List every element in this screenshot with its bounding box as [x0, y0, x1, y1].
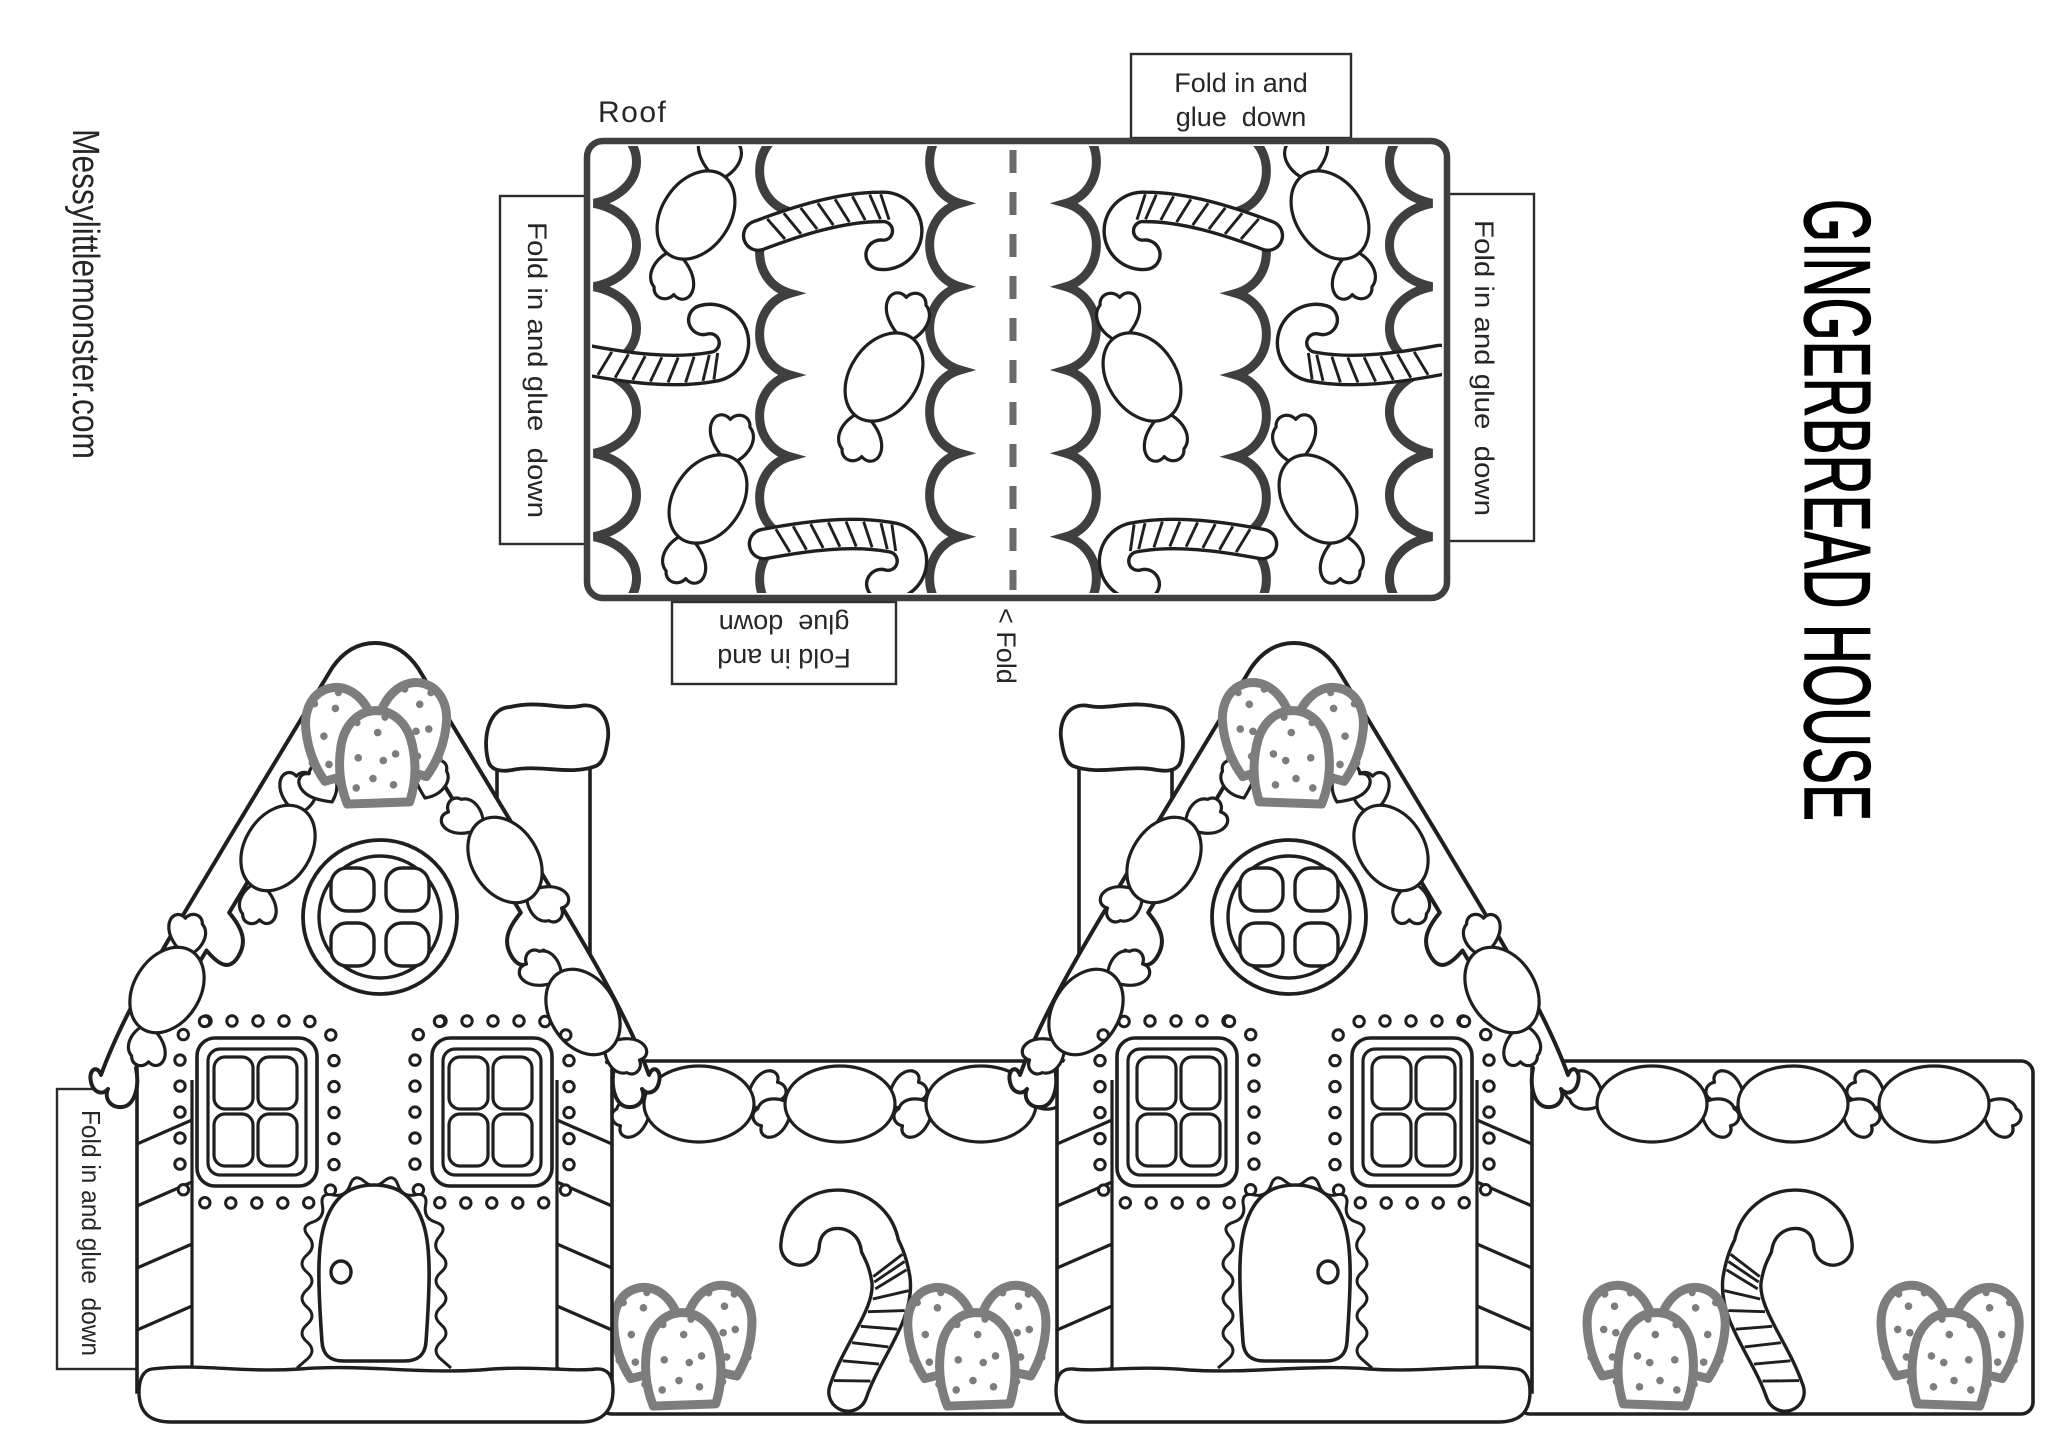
svg-text:Messylittlemonster.com: Messylittlemonster.com — [64, 129, 106, 459]
svg-text:GINGERBREAD HOUSE: GINGERBREAD HOUSE — [1785, 199, 1890, 821]
svg-text:glue down: glue down — [1176, 102, 1307, 132]
svg-text:Roof: Roof — [598, 96, 667, 129]
svg-text:Fold in and glue down: Fold in and glue down — [76, 1110, 106, 1356]
svg-text:Fold in and glue down: Fold in and glue down — [522, 222, 552, 518]
svg-text:glue down: glue down — [719, 609, 850, 639]
svg-text:Fold in and: Fold in and — [717, 643, 851, 673]
svg-text:Fold in and: Fold in and — [1174, 68, 1308, 98]
svg-text:Fold in and glue down: Fold in and glue down — [1469, 220, 1499, 516]
svg-text:< Fold: < Fold — [991, 608, 1021, 684]
